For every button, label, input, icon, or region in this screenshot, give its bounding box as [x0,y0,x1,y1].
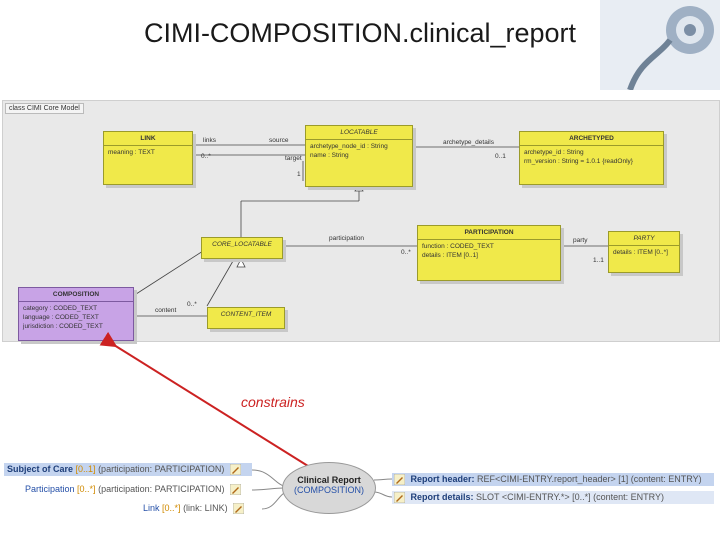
node-subject-of-care[interactable]: Subject of Care [0..1] (participation: P… [7,464,241,476]
label-source: source [269,137,289,144]
node-link[interactable]: Link [0..*] (link: LINK) [143,503,245,515]
edit-pencil-icon [394,474,405,486]
label-archetype-details: archetype_details [443,139,494,146]
label-party: party [573,237,588,244]
label-participation: participation [329,235,365,242]
label-arch-mult: 0..1 [495,153,506,160]
label-one: 1 [297,171,301,178]
class-archetyped: ARCHETYPED archetype_id : String rm_vers… [519,131,664,185]
label-content: content [155,307,177,314]
slide-title: CIMI-COMPOSITION.clinical_report [143,18,577,48]
center-node-sub: (COMPOSITION) [294,485,364,495]
class-party: PARTY details : ITEM [0..*] [608,231,680,273]
class-participation: PARTICIPATION function : CODED_TEXT deta… [417,225,561,281]
class-content-item: CONTENT_ITEM [207,307,285,329]
label-party-mult: 1..1 [593,257,604,264]
edit-pencil-icon [229,464,241,476]
center-node-clinical-report[interactable]: Clinical Report (COMPOSITION) [282,462,376,514]
label-links: links [203,137,217,144]
class-composition: COMPOSITION category : CODED_TEXT langua… [18,287,134,341]
node-bar-subject [4,463,252,476]
uml-diagram: class CIMI Core Model LINK [2,100,720,342]
class-core-locatable: CORE_LOCATABLE [201,237,283,259]
node-report-header[interactable]: Report header: REF<CIMI-ENTRY.report_hea… [394,474,702,486]
class-locatable: LOCATABLE archetype_node_id : String nam… [305,125,413,187]
center-node-title: Clinical Report [297,475,361,485]
class-link: LINK meaning : TEXT [103,131,193,185]
constrains-label: constrains [241,394,305,410]
label-part-mult: 0..* [401,249,411,256]
package-label: class CIMI Core Model [5,103,84,114]
node-report-details[interactable]: Report details: SLOT <CIMI-ENTRY.*> [0..… [394,492,664,504]
diagram-connectors [132,144,608,317]
edit-pencil-icon [229,484,241,496]
label-links-mult: 0..* [201,153,211,160]
node-bar-header [392,473,714,486]
stethoscope-icon [600,0,720,90]
edit-pencil-icon [233,503,245,515]
label-content-mult: 0..* [187,301,197,308]
label-target: target [285,155,302,162]
edit-pencil-icon [394,492,405,504]
node-participation[interactable]: Participation [0..*] (participation: PAR… [25,484,241,496]
node-bar-details [392,491,714,504]
